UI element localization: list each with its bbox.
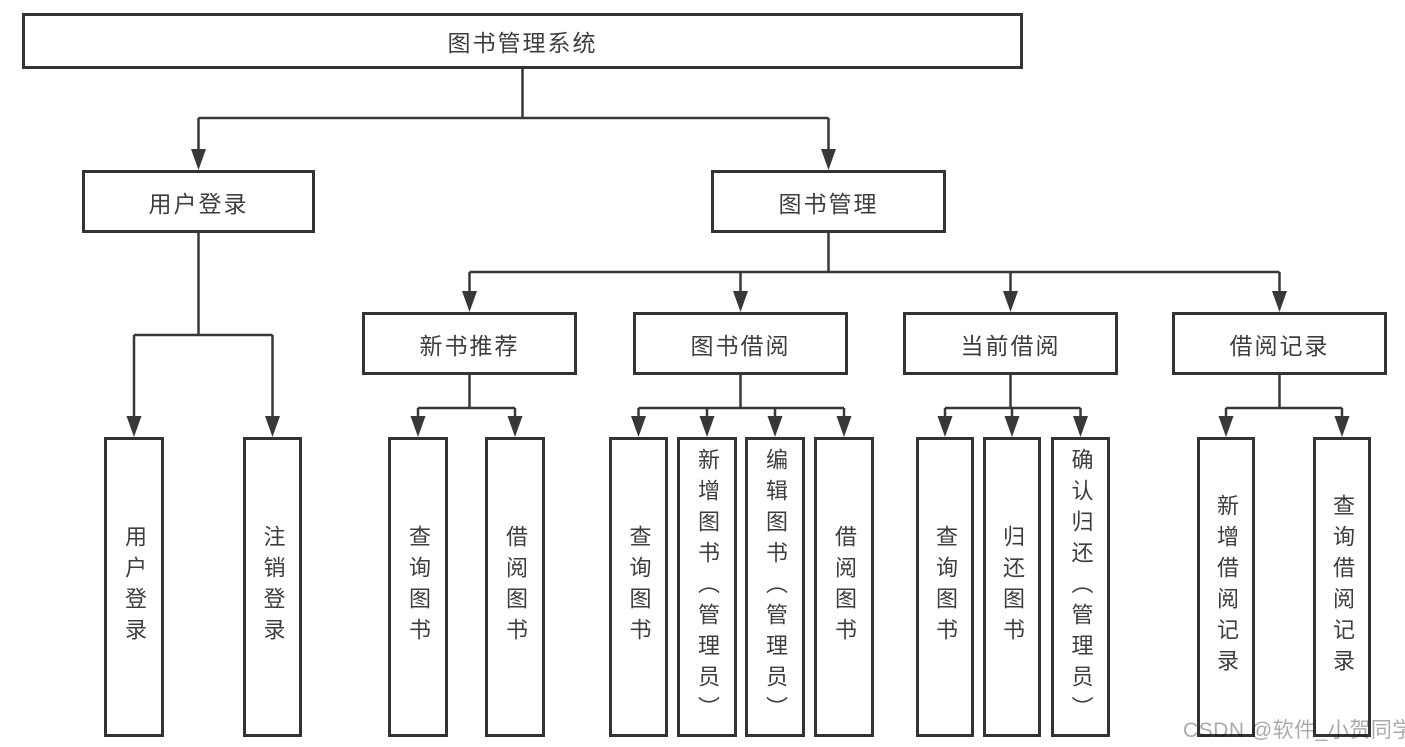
node-new-book-recommendation: 新书推荐 [362,312,577,375]
node-borrowing-records: 借阅记录 [1172,312,1387,375]
node-current-borrowing: 当前借阅 [903,312,1118,375]
leaf-add-books-admin: 新增图书（管理员） [677,437,737,737]
node-label: 图书管理系统 [447,30,598,56]
node-label: 注销登录 [260,525,286,649]
node-label: 新增借阅记录 [1214,494,1239,680]
node-label: 借阅图书 [832,525,857,649]
arrowheads [126,149,1350,437]
node-label: 归还图书 [1000,525,1025,649]
node-label: 新增图书（管理员） [695,447,720,727]
leaf-query-books-current: 查询图书 [916,437,974,737]
node-label: 当前借阅 [960,332,1061,359]
leaf-query-borrow-record: 查询借阅记录 [1313,437,1371,737]
leaf-confirm-return-admin: 确认归还（管理员） [1051,437,1110,737]
node-label: 用户登录 [148,190,249,217]
leaf-borrow-books-recommend: 借阅图书 [485,437,545,737]
node-label: 用户登录 [122,525,147,649]
node-label: 确认归还（管理员） [1068,447,1094,727]
leaf-query-books-recommend: 查询图书 [388,437,448,737]
leaf-user-login: 用户登录 [104,437,164,737]
node-label: 查询图书 [626,525,652,649]
node-label: 借阅图书 [503,525,528,649]
leaf-edit-books-admin: 编辑图书（管理员） [745,437,805,737]
csdn-watermark: CSDN @软件_小贺同学 [1183,719,1405,742]
leaf-add-borrow-record: 新增借阅记录 [1197,437,1255,737]
node-label: 新书推荐 [419,332,520,359]
node-book-borrowing: 图书借阅 [633,312,848,375]
node-book-management: 图书管理 [711,170,946,233]
leaf-logout: 注销登录 [243,437,302,737]
node-label: 查询借阅记录 [1330,494,1355,680]
node-label: 图书借阅 [690,332,791,359]
node-label: 借阅记录 [1229,332,1330,359]
leaf-return-books: 归还图书 [983,437,1041,737]
node-label: 图书管理 [778,190,879,217]
node-label: 编辑图书（管理员） [763,447,788,727]
node-library-management-system: 图书管理系统 [22,13,1023,69]
node-label: 查询图书 [933,525,958,649]
node-user-login-group: 用户登录 [82,170,315,233]
node-label: 查询图书 [406,525,431,649]
leaf-query-books-borrowing: 查询图书 [609,437,668,737]
leaf-borrow-books-borrowing: 借阅图书 [814,437,874,737]
